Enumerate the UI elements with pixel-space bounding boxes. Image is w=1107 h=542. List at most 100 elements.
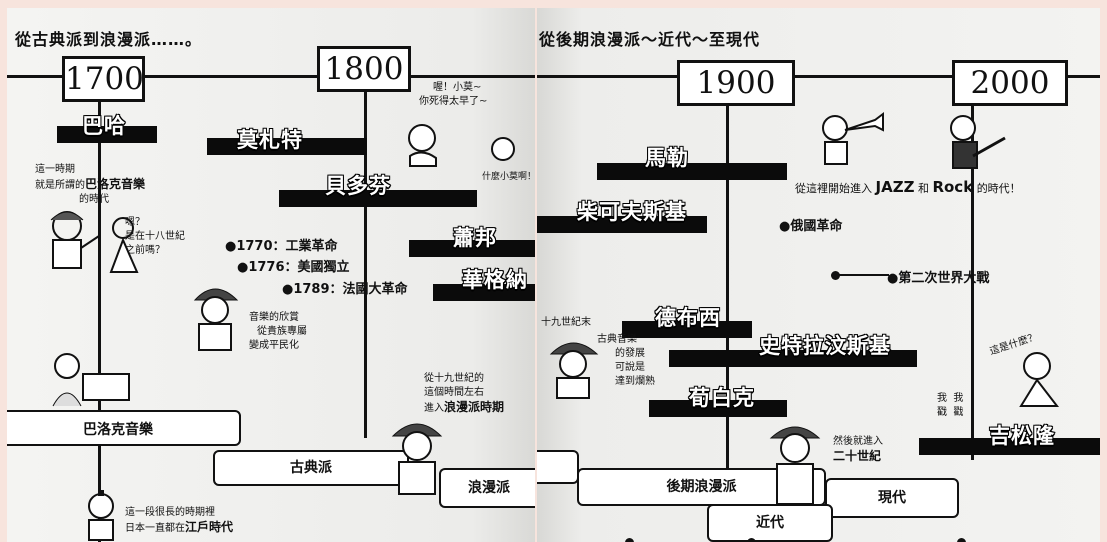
classical-development-note: 古典音樂 的發展 可說是 達到爛熟 (597, 333, 655, 389)
era-baroque: 巴洛克音樂 (7, 410, 241, 446)
mozart-speech-bubble: 喔！小莫~ 你死得太早了~ (419, 81, 487, 109)
composer-bar-mozart (207, 138, 367, 155)
note-text: 戳 (953, 407, 964, 418)
composer-bar-beethoven (279, 190, 477, 207)
romantic-period-note: 從十九世紀的 這個時間左右 進入浪漫派時期 (424, 372, 504, 416)
bubble-line: 你死得太早了~ (419, 96, 488, 107)
twentieth-century-note: 然後就進入 二十世紀 (833, 435, 883, 465)
harpsichord-player-icon (52, 353, 130, 407)
conductor-figure-icon (50, 211, 100, 269)
composer-schoenberg: 荀白克 (688, 385, 755, 411)
timeline-axis (7, 75, 535, 78)
era-modern: 現代 (825, 478, 959, 518)
right-page-title: 從後期浪漫派～近代～至現代 (539, 30, 761, 49)
baroque-note-line: 就是所謂的 (35, 180, 85, 191)
rock-word: Rock (932, 178, 974, 196)
note-line: 進入 (424, 403, 444, 414)
composer-yoshimatsu: 吉松隆 (988, 423, 1055, 449)
timeline-dot (747, 538, 756, 542)
composer-bar-debussy (622, 321, 752, 338)
year-1900-line (726, 80, 729, 542)
composer-beethoven: 貝多芬 (324, 173, 391, 199)
composer-stravinsky: 史特拉汶斯基 (758, 333, 891, 359)
baroque-note-line: 的時代 (79, 194, 109, 205)
note-line: 從貴族專屬 (257, 326, 307, 337)
girl-figure-icon (109, 217, 139, 273)
composer-debussy: 德布西 (654, 305, 721, 331)
poke-note: 我 我 戳 戳 (937, 392, 963, 420)
note-text: 和 (917, 182, 929, 195)
note-line: 變成平民化 (249, 340, 299, 351)
composer-bar-stravinsky (669, 350, 917, 367)
late-19th-century-note: 十九世紀末 (541, 317, 591, 328)
music-appreciation-note: 音樂的欣賞 從貴族專屬 變成平民化 (249, 311, 307, 353)
note-line: 達到爛熟 (615, 376, 655, 387)
note-line: 古典音樂 (597, 334, 637, 345)
event-russian-revolution: ●俄國革命 (779, 219, 843, 234)
jazz-rock-note: 從這裡開始進入 JAZZ 和 Rock 的時代！ (795, 180, 1021, 196)
baroque-note-line: 這一時期 (35, 164, 75, 175)
note-text: 我 (937, 393, 947, 404)
left-page-title: 從古典派到浪漫派……。 (15, 30, 203, 49)
note-line: 日本一直都在 (125, 523, 185, 534)
era-continuation (537, 450, 579, 484)
composer-bar-wagner (433, 284, 535, 301)
composer-bar-mahler (597, 163, 787, 180)
child-figure-icon (1019, 352, 1060, 407)
event-american-independence: ●1776：美國獨立 (237, 260, 350, 275)
small-mozart-figure-icon (491, 137, 515, 161)
event-industrial-revolution: ●1770：工業革命 (225, 239, 338, 254)
timeline-dot (625, 538, 634, 542)
composer-bar-yoshimatsu (919, 438, 1100, 455)
year-2000-line (971, 80, 974, 460)
samurai-figure-icon (88, 490, 114, 541)
edo-period-note: 這一段很長的時期裡 日本一直都在江戶時代 (125, 506, 233, 536)
conductor-figure-icon (391, 423, 443, 495)
note-text: 戳 (937, 407, 947, 418)
ww2-start-dot (831, 271, 840, 280)
composer-mozart: 莫札特 (236, 127, 303, 153)
year-1700-line (98, 78, 101, 542)
eighteenth-century-question: 嗯？ 是在十八世紀 之前嗎？ (125, 216, 185, 258)
era-romantic: 浪漫派 (439, 468, 535, 508)
era-classical: 古典派 (213, 450, 409, 486)
note-text: 從這裡開始進入 (795, 182, 872, 195)
question-line: 是在十八世紀 (125, 231, 185, 242)
timeline-dot (957, 538, 966, 542)
composer-bach: 巴哈 (81, 113, 126, 139)
baroque-note-emphasis: 巴洛克音樂 (85, 177, 146, 191)
question-line: 嗯？ (125, 217, 145, 228)
note-emphasis: 浪漫派時期 (444, 400, 505, 414)
note-line: 音樂的欣賞 (249, 312, 299, 323)
trumpet-player-icon (822, 112, 884, 165)
conductor-figure-icon (193, 288, 239, 351)
note-line: 然後就進入 (833, 436, 883, 447)
note-text: 的時代！ (976, 182, 1021, 195)
composer-chopin: 蕭邦 (452, 225, 497, 251)
mozart-reply: 什麼小莫啊！ (482, 172, 535, 182)
ww2-range-line (839, 274, 889, 276)
composer-bar-bach (57, 126, 157, 143)
baroque-note: 這一時期 就是所謂的巴洛克音樂 的時代 (35, 163, 145, 207)
bubble-line: 喔！小莫~ (433, 82, 482, 93)
year-1800-line (364, 78, 367, 438)
note-text: 我 (953, 393, 964, 404)
composer-tchaikovsky: 柴可夫斯基 (576, 199, 687, 225)
year-1900-box: 1900 (677, 60, 795, 106)
guitar-player-icon (950, 115, 1006, 169)
note-line: 的發展 (615, 348, 645, 359)
note-emphasis: 二十世紀 (833, 449, 882, 463)
conductor-figure-icon (769, 426, 821, 505)
event-world-war-2: ●第二次世界大戰 (887, 271, 990, 286)
composer-bar-schoenberg (649, 400, 787, 417)
jazz-word: JAZZ (875, 178, 915, 196)
question-line: 之前嗎？ (125, 245, 165, 256)
conductor-figure-icon (549, 342, 599, 399)
era-early-modern: 近代 (707, 504, 833, 542)
year-1800-box: 1800 (317, 46, 411, 92)
year-1700-box: 1700 (62, 56, 145, 102)
right-page: 從後期浪漫派～近代～至現代 1900 2000 馬勒 柴可夫斯基 德布西 史特拉… (537, 8, 1100, 542)
composer-bar-tchaikovsky (537, 216, 707, 233)
composer-wagner: 華格納 (461, 267, 528, 293)
note-line: 這一段很長的時期裡 (125, 507, 215, 518)
